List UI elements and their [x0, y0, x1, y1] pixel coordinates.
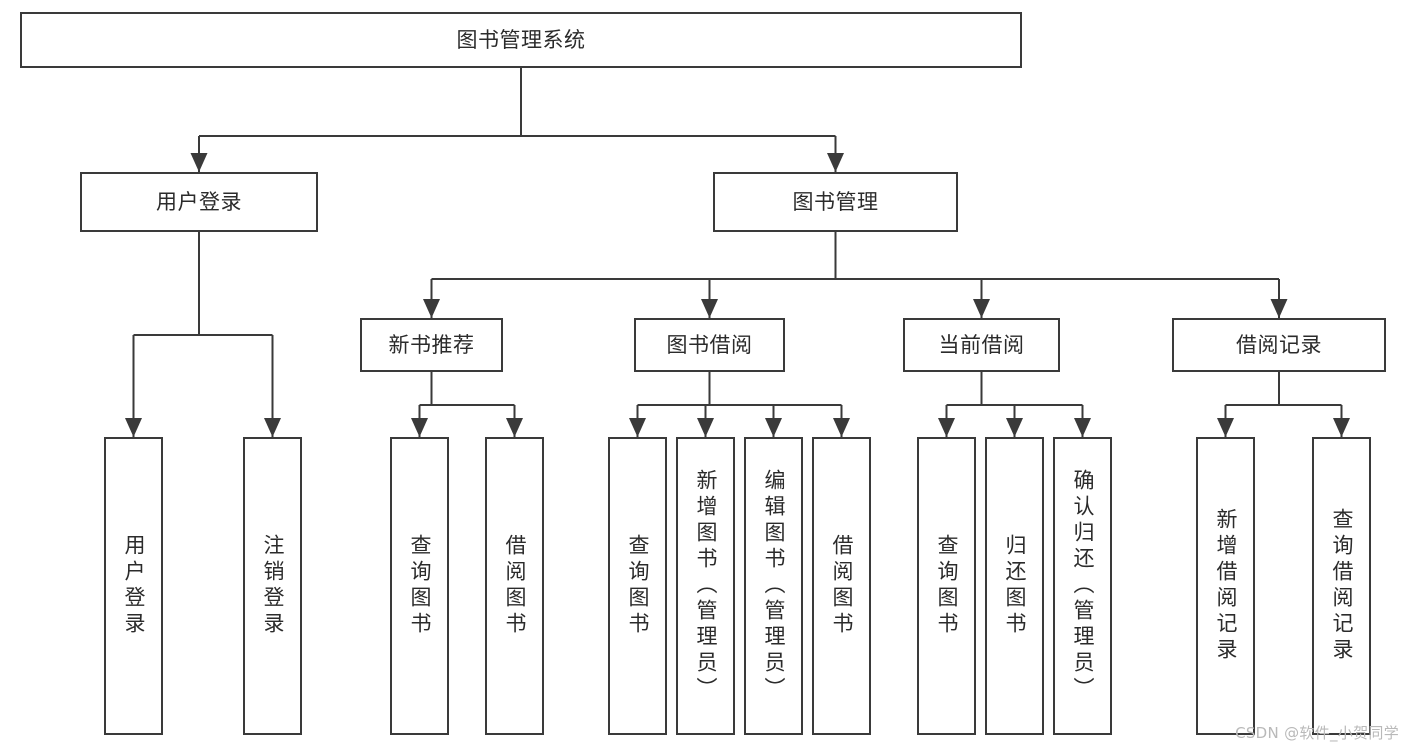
node-label: 查询图书 — [626, 534, 650, 638]
node-label: 借阅图书 — [830, 534, 854, 638]
node-l-bw-edit[interactable]: 编辑图书（管理员） — [744, 437, 803, 735]
arrowhead — [973, 299, 990, 318]
node-l-cb-query[interactable]: 查询图书 — [917, 437, 976, 735]
node-l-cb-return[interactable]: 归还图书 — [985, 437, 1044, 735]
node-label: 新增借阅记录 — [1214, 508, 1238, 664]
arrowhead — [264, 418, 281, 437]
arrowhead — [701, 299, 718, 318]
node-l-rc-query[interactable]: 查询借阅记录 — [1312, 437, 1371, 735]
node-root[interactable]: 图书管理系统 — [20, 12, 1022, 68]
arrowhead — [506, 418, 523, 437]
node-current[interactable]: 当前借阅 — [903, 318, 1060, 372]
node-label: 查询图书 — [408, 534, 432, 638]
node-l-logout[interactable]: 注销登录 — [243, 437, 302, 735]
node-label: 借阅图书 — [503, 534, 527, 638]
node-l-bw-query[interactable]: 查询图书 — [608, 437, 667, 735]
arrowhead — [423, 299, 440, 318]
node-bookmgmt[interactable]: 图书管理 — [713, 172, 958, 232]
node-l-rc-add[interactable]: 新增借阅记录 — [1196, 437, 1255, 735]
node-l-login[interactable]: 用户登录 — [104, 437, 163, 735]
node-records[interactable]: 借阅记录 — [1172, 318, 1386, 372]
node-label: 图书借阅 — [666, 332, 753, 357]
node-label: 图书管理系统 — [456, 27, 586, 52]
node-label: 注销登录 — [261, 534, 285, 638]
node-label: 借阅记录 — [1236, 332, 1322, 357]
node-label: 查询借阅记录 — [1330, 508, 1354, 664]
node-l-nb-query[interactable]: 查询图书 — [390, 437, 449, 735]
arrowhead — [411, 418, 428, 437]
node-login[interactable]: 用户登录 — [80, 172, 318, 232]
node-label: 查询图书 — [935, 534, 959, 638]
node-l-bw-lend[interactable]: 借阅图书 — [812, 437, 871, 735]
arrowhead — [697, 418, 714, 437]
node-label: 归还图书 — [1003, 534, 1027, 638]
arrowhead — [1217, 418, 1234, 437]
node-label: 当前借阅 — [938, 332, 1025, 357]
node-label: 用户登录 — [122, 534, 146, 638]
arrowhead — [1270, 299, 1288, 318]
node-newbook[interactable]: 新书推荐 — [360, 318, 503, 372]
node-label: 编辑图书（管理员） — [762, 469, 786, 703]
node-l-nb-borrow[interactable]: 借阅图书 — [485, 437, 544, 735]
node-label: 用户登录 — [156, 189, 242, 214]
arrowhead — [827, 153, 844, 172]
arrowhead — [629, 418, 646, 437]
arrowhead — [190, 153, 208, 172]
arrowhead — [938, 418, 955, 437]
arrowhead — [1333, 418, 1350, 437]
arrowhead — [125, 418, 142, 437]
node-l-cb-confirm[interactable]: 确认归还（管理员） — [1053, 437, 1112, 735]
node-label: 确认归还（管理员） — [1071, 469, 1095, 703]
node-label: 新书推荐 — [388, 332, 475, 357]
arrowhead — [833, 418, 850, 437]
node-label: 图书管理 — [792, 189, 879, 214]
node-borrow[interactable]: 图书借阅 — [634, 318, 785, 372]
arrowhead — [765, 418, 782, 437]
node-l-bw-add[interactable]: 新增图书（管理员） — [676, 437, 735, 735]
node-label: 新增图书（管理员） — [694, 469, 718, 703]
arrowhead — [1006, 418, 1023, 437]
arrowhead — [1074, 418, 1091, 437]
